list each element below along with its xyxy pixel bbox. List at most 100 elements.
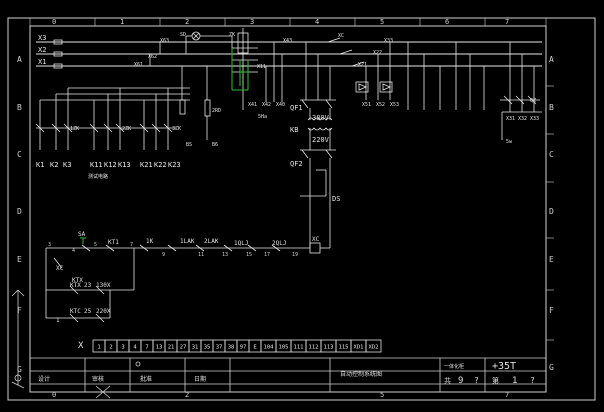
svg-text:17: 17 [264,252,270,258]
input-label: X2 [38,46,46,54]
contact-label: 2ZK [122,126,131,132]
left-contactor-labels: 1ZK 2ZK 3ZK BS 2RD B6 测试电路 [70,108,221,180]
row-label-right: B [549,103,554,112]
transformer-labels: QF1 KB 380V 220V QF2 DS [290,104,340,203]
input-label: X1 [38,58,46,66]
svg-text:5: 5 [94,242,97,248]
grid-row-markers: A B C D E F G A B C D E F G [17,55,554,374]
terminal-number: 37 [216,345,223,351]
ctrl-label-kt1: KT1 [108,239,119,246]
date-label: 日期 [194,375,206,383]
label-x61: X61 [134,62,143,68]
contact-label: 3ZK [172,126,181,132]
top-labels: X63 X61 X62 SD ZK X43 XC X11 X22 X33 X21… [134,32,539,145]
k-label: K11 [90,161,103,169]
drawing-title: 自动控制系统图 [340,370,382,378]
title-block-marks [95,361,141,399]
col-label-top: 0 [52,18,56,26]
row-label-right: C [549,150,554,159]
timer-labels: KTX 130X KTC 220X 23 25 1 [56,282,111,324]
ctrl-label-xc: XC [312,236,320,243]
label-x41: X41 [248,102,257,108]
col-label-top: 7 [505,18,509,26]
page-q: ? [530,376,535,385]
row-label-right: G [549,363,554,372]
ctrl-label-2lak: 2LAK [204,238,219,245]
terminal-number: XD1 [354,345,364,351]
terminal-number: 38 [228,345,235,351]
col-label-top: 2 [185,18,189,26]
timer-n23: 23 [84,282,92,289]
contact-label: 1ZK [70,126,79,132]
terminal-number: 105 [279,345,289,351]
ds-label: DS [332,195,340,203]
ctrl-label-xc2: XC [56,265,64,272]
row-label-right: E [549,255,554,264]
designer-label: 设计 [38,375,50,383]
label-5ha: 5Ha [258,114,267,120]
terminal-number: 4 [133,345,137,351]
drawing-frame [7,17,596,401]
row-label-left: G [17,365,22,374]
k-label: K13 [118,161,131,169]
terminal-number: 111 [294,345,304,351]
label-zk: ZK [229,32,235,38]
timer-t1: 130X [96,282,111,289]
timer-ktc: KTC [70,308,81,315]
terminal-number: 115 [339,345,349,351]
timer-t2: 220X [96,308,111,315]
label-x53: X53 [390,102,399,108]
col-label-top: 1 [120,18,124,26]
svg-text:11: 11 [198,252,204,258]
input-plugs [53,39,63,69]
col-label-bottom: 5 [380,391,384,399]
control-circuit [45,190,331,323]
row-label-right: F [549,306,554,315]
terminal-number: 112 [309,345,319,351]
contact-bottom-labels: K1 K2 K3 K11 K12 K13 K21 K22 K23 [36,161,181,169]
v220-label: 220V [312,136,330,144]
row-label-left: E [17,255,22,264]
sheet-q: ? [474,376,479,385]
svg-text:4: 4 [72,248,75,254]
k-label: K22 [154,161,167,169]
label-x32: X32 [518,116,527,122]
terminal-number: 104 [264,345,275,351]
left-note: 测试电路 [88,173,108,180]
input-label: X3 [38,34,46,42]
sheet-label: 共 [444,376,451,385]
grid-column-markers: 0 1 2 3 4 5 6 7 0 2 5 7 [29,18,547,399]
sa-green-marker [80,237,86,244]
terminal-number: 3 [121,345,124,351]
col-label-top: 5 [380,18,384,26]
k-label: K3 [63,161,71,169]
cabinet-label: 一体化柜 [444,363,464,370]
left-margin-symbols [11,289,25,389]
v380-label: 380V [312,114,330,122]
label-x21: X21 [358,62,367,68]
title-block-text: 设计 审核 批准 日期 自动控制系统图 一体化柜 +35T 共 9 ? 第 1 … [38,361,535,386]
timer-n25: 25 [84,308,92,315]
green-wiring [231,48,249,91]
svg-text:13: 13 [222,252,228,258]
row-label-left: A [17,55,22,64]
col-label-top: 4 [315,18,319,26]
label-x33: X33 [384,38,393,44]
row-label-right: A [549,55,554,64]
transformer-block [300,99,336,230]
approver-label: 批准 [140,375,152,383]
label-x40: X40 [276,102,285,108]
terminal-prefix: X [78,341,84,351]
label-x42: X42 [262,102,271,108]
col-label-top: 3 [250,18,254,26]
qf1-label: QF1 [290,104,303,112]
input-terminals: X3 X2 X1 [38,34,46,66]
k-label: K21 [140,161,153,169]
terminal-number: 21 [168,345,175,351]
terminal-number: 35 [204,345,211,351]
col-label-bottom: 0 [52,391,56,399]
left-contactor-wiring [35,66,211,150]
title-block [30,357,546,392]
fuse-label: B6 [212,142,218,148]
